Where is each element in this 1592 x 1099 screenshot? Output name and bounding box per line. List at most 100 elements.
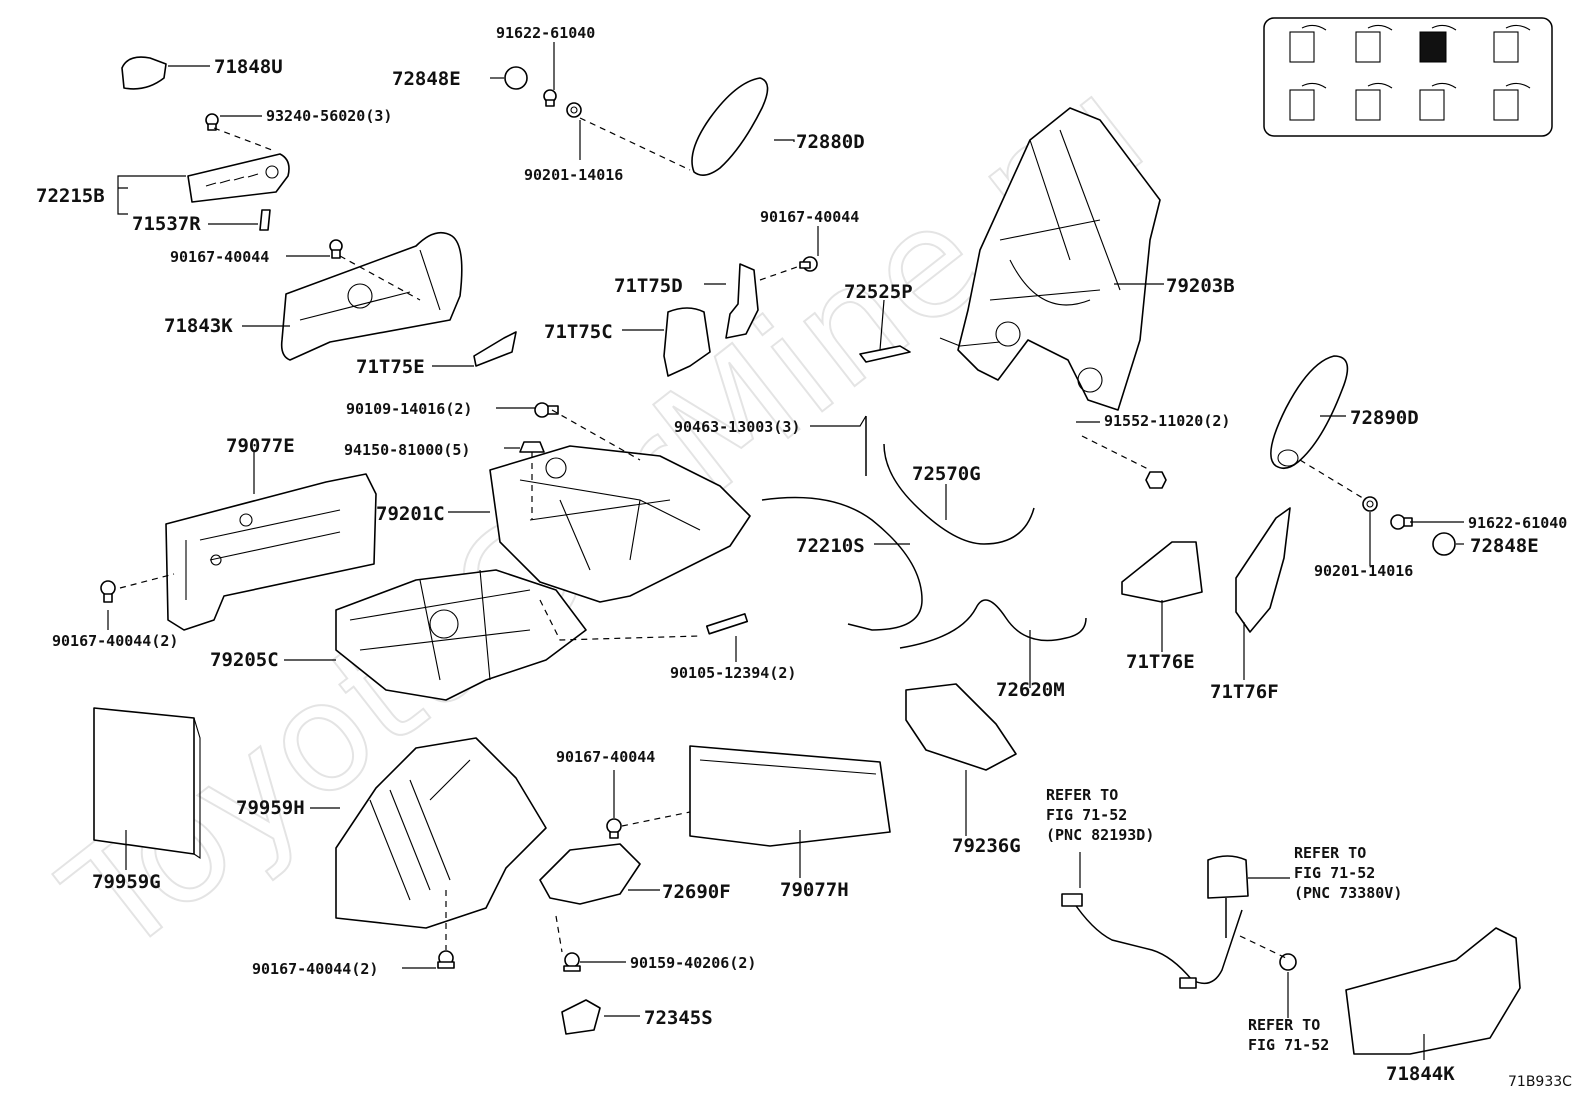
ref2-line1: REFER TO [1294, 844, 1366, 862]
bolt-90105-shape [705, 613, 749, 635]
part-71T75D-shape [725, 263, 759, 339]
ref3-line2: FIG 71-52 [1248, 1036, 1329, 1054]
part-71T75C-shape [663, 307, 711, 377]
part-79236G-shape [905, 683, 1017, 771]
screw-90167-a-shape [329, 239, 343, 259]
label-79959G: 79959G [92, 871, 161, 893]
ref1-line1: REFER TO [1046, 786, 1118, 804]
part-72345S-shape [561, 999, 601, 1035]
ref2-line2: FIG 71-52 [1294, 864, 1375, 882]
part-72880D-shape [691, 77, 769, 176]
ref1-line2: FIG 71-52 [1046, 806, 1127, 824]
screw-90167-c-shape [100, 580, 116, 603]
washer-90201-right-shape [1362, 496, 1378, 512]
part-71T76F-shape [1235, 507, 1291, 633]
cable-72620M-shape [899, 599, 1087, 649]
label-71848U: 71848U [214, 56, 283, 78]
label-72210S: 72210S [796, 535, 865, 557]
bolt-90109-shape [534, 402, 559, 418]
screw-90167-b-shape [799, 256, 818, 272]
label-71844K: 71844K [1386, 1063, 1455, 1085]
part-72890D-shape [1270, 355, 1349, 470]
screw-90167-e-shape [437, 950, 455, 969]
label-91622-61040-right: 91622-61040 [1468, 514, 1567, 532]
label-79203B: 79203B [1166, 275, 1235, 297]
part-72848E-right-shape [1432, 532, 1456, 556]
label-79236G: 79236G [952, 835, 1021, 857]
seat-locator-icon [1263, 17, 1553, 137]
screw-90159-shape [563, 952, 581, 972]
part-79077H-shape [689, 745, 891, 847]
label-71T75D: 71T75D [614, 275, 683, 297]
label-79201C: 79201C [376, 503, 445, 525]
label-90167-40044-d: 90167-40044 [556, 748, 655, 766]
label-72620M: 72620M [996, 679, 1065, 701]
part-71844K-shape [1345, 927, 1521, 1055]
bolt-91622-top-shape [543, 89, 557, 107]
label-72890D: 72890D [1350, 407, 1419, 429]
part-71T75E-shape [473, 331, 517, 367]
label-71537R: 71537R [132, 213, 201, 235]
diagram-code: 71B933C [1508, 1074, 1572, 1090]
label-90201-14016-right: 90201-14016 [1314, 562, 1413, 580]
part-79077E-shape [165, 473, 377, 631]
part-79201C-shape [489, 445, 751, 603]
label-90463-13003: 90463-13003(3) [674, 418, 800, 436]
label-72848E-right: 72848E [1470, 535, 1539, 557]
label-79077E: 79077E [226, 435, 295, 457]
label-71T76E: 71T76E [1126, 651, 1195, 673]
part-72848E-top-shape [504, 66, 528, 90]
part-71848U-shape [121, 56, 167, 90]
part-79959G-shape [93, 707, 201, 860]
wire-harness-shape [1061, 893, 1243, 989]
label-72880D: 72880D [796, 131, 865, 153]
part-labels: 71848U 93240-56020(3) 72215B 71537R 9016… [36, 24, 1567, 1085]
leader-lines [107, 42, 1464, 1060]
label-71T75E: 71T75E [356, 356, 425, 378]
screw-ref3-shape [1279, 953, 1297, 971]
label-94150-81000: 94150-81000(5) [344, 441, 470, 459]
part-71T76E-shape [1121, 541, 1203, 603]
label-90167-40044-e: 90167-40044(2) [252, 960, 378, 978]
label-91552-11020: 91552-11020(2) [1104, 412, 1230, 430]
label-90159-40206: 90159-40206(2) [630, 954, 756, 972]
part-72525P-shape [859, 345, 911, 363]
label-90167-40044-c: 90167-40044(2) [52, 632, 178, 650]
label-90109-14016: 90109-14016(2) [346, 400, 472, 418]
ref1-line3: (PNC 82193D) [1046, 826, 1154, 844]
part-72215B-shape [187, 153, 290, 203]
nut-94150-shape [519, 441, 545, 453]
label-72345S: 72345S [644, 1007, 713, 1029]
label-72215B: 72215B [36, 185, 105, 207]
part-79205C-shape [335, 569, 587, 701]
label-72848E-top: 72848E [392, 68, 461, 90]
screw-93240-shape [205, 113, 219, 131]
label-79959H: 79959H [236, 797, 305, 819]
screw-90167-d-shape [606, 818, 622, 839]
label-72525P: 72525P [844, 281, 913, 303]
nut-91552-shape [1145, 471, 1167, 489]
part-71537R-shape [259, 209, 271, 231]
part-79203B-shape [939, 107, 1161, 411]
label-90105-12394: 90105-12394(2) [670, 664, 796, 682]
label-91622-61040-top: 91622-61040 [496, 24, 595, 42]
label-79077H: 79077H [780, 879, 849, 901]
part-79959H-shape [335, 737, 547, 929]
part-71843K-shape [280, 231, 463, 361]
label-71T76F: 71T76F [1210, 681, 1279, 703]
label-72690F: 72690F [662, 881, 731, 903]
seatbelt-buckle-shape [1207, 855, 1249, 938]
ref3-line1: REFER TO [1248, 1016, 1320, 1034]
cable-72210S-shape [761, 496, 923, 631]
label-72570G: 72570G [912, 463, 981, 485]
ref2-line3: (PNC 73380V) [1294, 884, 1402, 902]
cable-72570G-shape [883, 443, 1035, 545]
label-71843K: 71843K [164, 315, 233, 337]
label-90201-14016-top: 90201-14016 [524, 166, 623, 184]
washer-90201-top-shape [566, 102, 582, 118]
bolt-91622-right-shape [1390, 514, 1413, 530]
label-90167-40044-b: 90167-40044 [760, 208, 859, 226]
reference-notes: REFER TO FIG 71-52 (PNC 82193D) REFER TO… [1046, 786, 1402, 1054]
part-72690F-shape [539, 843, 641, 905]
